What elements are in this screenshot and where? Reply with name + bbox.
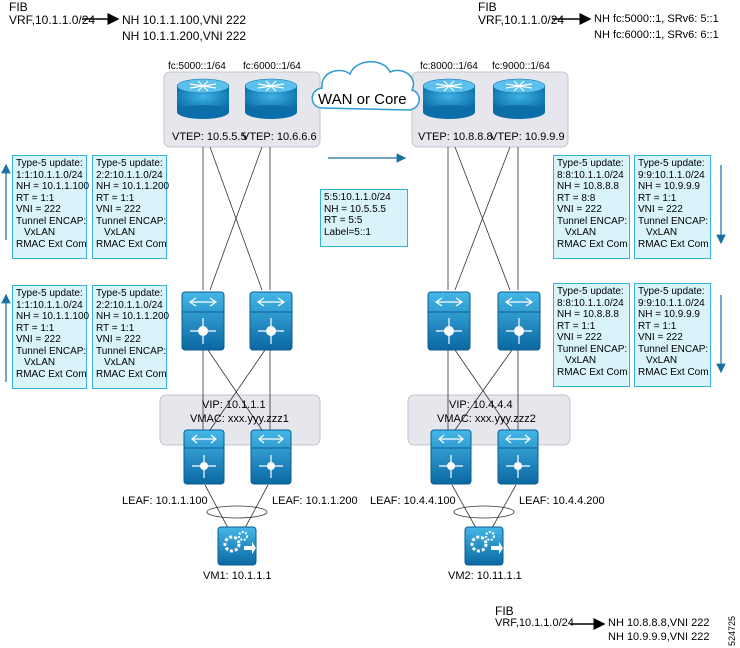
switch-icon <box>181 291 225 351</box>
vm-icon <box>217 526 257 566</box>
vtep-label: VTEP: 10.9.9.9 <box>490 131 565 143</box>
update-box-right-top-2: Type-5 update:9:9:10.1.1.0/24 NH = 10.9.… <box>634 155 711 259</box>
update-box-left-bottom-1: Type-5 update:1:1:10.1.1.0/24 NH = 10.1.… <box>12 285 89 389</box>
router-icon <box>492 78 546 119</box>
leaf-label: LEAF: 10.1.1.200 <box>272 495 358 507</box>
switch-icon <box>497 291 541 351</box>
leaf-label: LEAF: 10.4.4.100 <box>370 495 456 507</box>
fib-nh-top-left-1: NH 10.1.1.100,VNI 222 <box>122 13 247 27</box>
update-box-left-bottom-2: Type-5 update:2:2:10.1.1.0/24 NH = 10.1.… <box>92 285 169 389</box>
vip-right: VIP: 10.4.4.4 <box>449 399 513 411</box>
switch-icon <box>427 291 471 351</box>
wan-cloud-icon <box>311 61 420 111</box>
router-icon <box>176 78 230 119</box>
figure-id: 524725 <box>727 615 737 646</box>
wan-label: WAN or Core <box>318 91 407 108</box>
switch-icon <box>249 291 293 351</box>
router-icon <box>244 78 298 119</box>
router-prefix: fc:9000::1/64 <box>492 61 550 72</box>
links-right <box>447 146 519 431</box>
fib-prefix-top-right: VRF,10.1.1.0/24 <box>478 13 565 27</box>
vtep-label: VTEP: 10.8.8.8 <box>418 131 493 143</box>
vm-icon <box>464 526 504 566</box>
center-update-box: 5:5:10.1.1.0/24 NH = 10.5.5.5 RT = 5:5 L… <box>320 189 408 247</box>
leaf-switch-icon <box>250 429 292 485</box>
leaf-label: LEAF: 10.4.4.200 <box>519 495 605 507</box>
vip-left: VIP: 10.1.1.1 <box>202 399 266 411</box>
router-prefix: fc:6000::1/64 <box>243 61 301 72</box>
leaf-switch-icon <box>183 429 225 485</box>
fib-nh-top-right-2: NH fc:6000::1, SRv6: 6::1 <box>594 29 719 41</box>
vtep-label: VTEP: 10.5.5.5 <box>172 131 247 143</box>
leaf-switch-icon <box>430 429 472 485</box>
leaf-label: LEAF: 10.1.1.100 <box>122 495 208 507</box>
update-box-right-bottom-1: Type-5 update:8:8:10.1.1.0/24 NH = 10.8.… <box>553 283 630 387</box>
vmac-left: VMAC: xxx.yyy.zzz1 <box>190 413 289 425</box>
fib-title-top-right: FIB <box>478 0 497 14</box>
fib-prefix-bottom: VRF,10.1.1.0/24 <box>495 617 574 629</box>
router-prefix: fc:8000::1/64 <box>420 61 478 72</box>
fib-nh-bottom-2: NH 10.9.9.9,VNI 222 <box>608 631 710 643</box>
update-box-right-top-1: Type-5 update:8:8:10.1.1.0/24 NH = 10.8.… <box>553 155 630 259</box>
fib-prefix-top-left: VRF,10.1.1.0/24 <box>9 13 96 27</box>
fib-title-bottom: FIB <box>495 604 514 618</box>
fib-title-top-left: FIB <box>9 0 28 14</box>
update-box-left-top-1: Type-5 update:1:1:10.1.1.0/24 NH = 10.1.… <box>12 155 89 259</box>
fib-nh-bottom-1: NH 10.8.8.8,VNI 222 <box>608 617 710 629</box>
update-box-right-bottom-2: Type-5 update:9:9:10.1.1.0/24 NH = 10.9.… <box>634 283 711 387</box>
links-left <box>202 146 271 431</box>
vm-label: VM1: 10.1.1.1 <box>203 570 272 582</box>
update-box-left-top-2: Type-5 update:2:2:10.1.1.0/24 NH = 10.1.… <box>92 155 169 259</box>
vm-links <box>204 484 517 529</box>
vmac-right: VMAC: xxx.yyy.zzz2 <box>437 413 536 425</box>
router-icon <box>422 78 476 119</box>
vm-label: VM2: 10.11.1.1 <box>448 570 522 582</box>
fib-nh-top-left-2: NH 10.1.1.200,VNI 222 <box>122 29 247 43</box>
leaf-switch-icon <box>497 429 539 485</box>
router-prefix: fc:5000::1/64 <box>168 61 226 72</box>
vtep-label: VTEP: 10.6.6.6 <box>242 131 317 143</box>
fib-nh-top-right-1: NH fc:5000::1, SRv6: 5::1 <box>594 13 719 25</box>
